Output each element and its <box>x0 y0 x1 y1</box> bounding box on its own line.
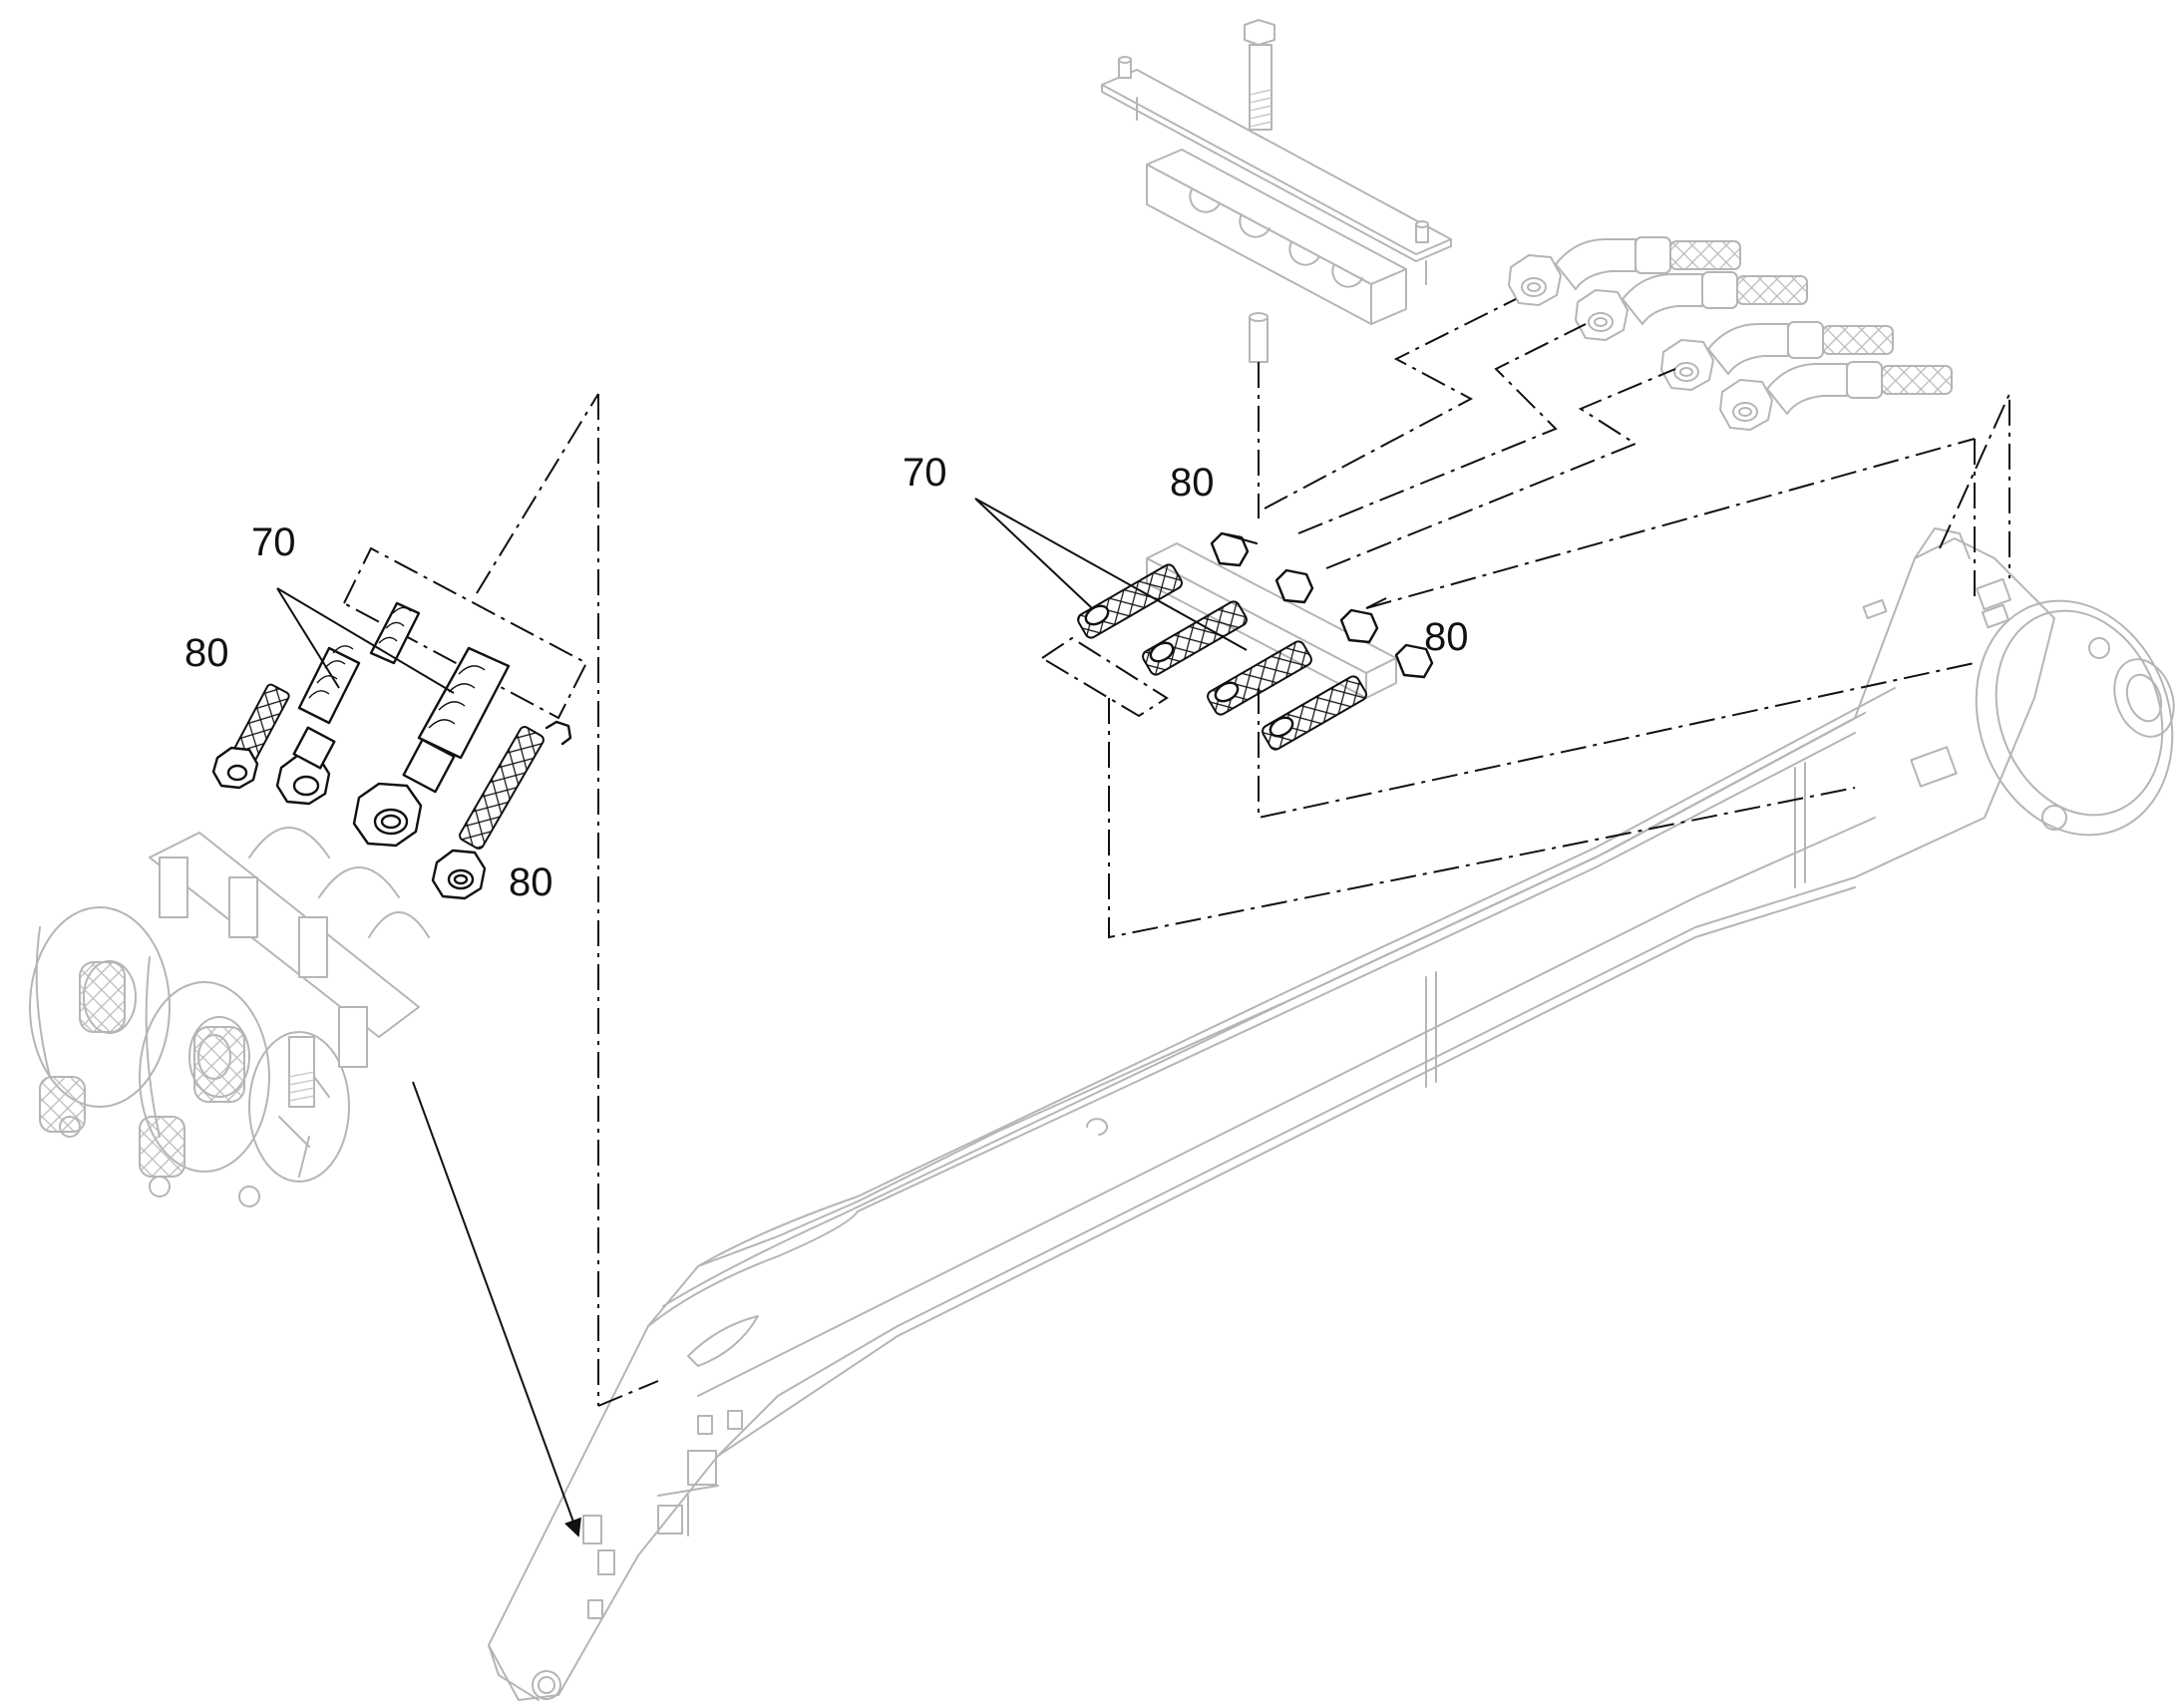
right-fitting-1 <box>1077 531 1259 639</box>
hose-bundle <box>29 827 430 1207</box>
callout-left-80-bottom: 80 <box>509 860 553 904</box>
callout-right-70: 70 <box>903 451 947 495</box>
boom-arm <box>488 527 2175 1701</box>
left-fitting-80-small <box>211 683 290 790</box>
clamp-assembly <box>1101 19 1452 363</box>
assembly-arrow <box>412 1081 581 1537</box>
callout-right-80-right: 80 <box>1424 615 1469 659</box>
callout-left-70: 70 <box>251 520 296 564</box>
left-fitting-70-b <box>369 601 421 665</box>
chain-lines <box>342 298 2010 1407</box>
left-parts-group <box>211 587 572 900</box>
right-fitting-2 <box>1142 568 1314 676</box>
left-fitting-large <box>352 646 511 848</box>
left-fitting-80-long <box>431 720 572 900</box>
hose-elbows <box>1508 236 1953 431</box>
right-fitting-4 <box>1262 643 1434 751</box>
callout-labels: 70 80 80 70 80 80 <box>184 451 1469 904</box>
callout-right-80-top: 80 <box>1170 461 1215 505</box>
right-fitting-3 <box>1207 608 1379 716</box>
callout-left-80-top: 80 <box>184 631 229 675</box>
right-parts-group <box>974 498 1434 751</box>
left-fitting-70-a <box>275 645 361 806</box>
